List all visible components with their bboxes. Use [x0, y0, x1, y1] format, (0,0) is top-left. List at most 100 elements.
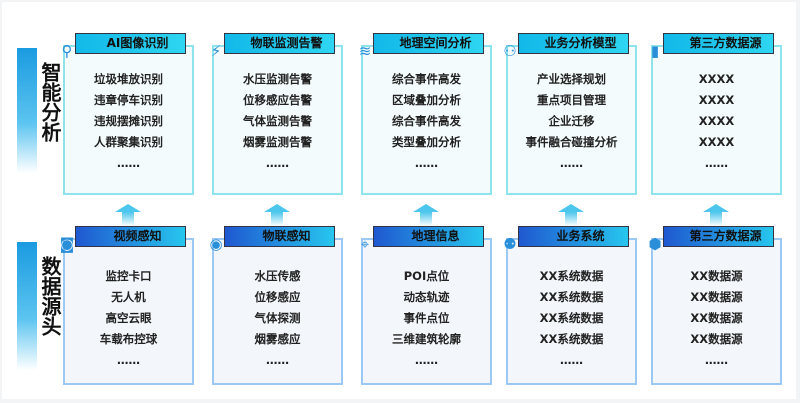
card-header: 地理空间分析	[373, 33, 484, 54]
list-item: 位移感应	[254, 290, 301, 304]
card-items: 监控卡口无人机高空云眼车载布控球……	[65, 266, 192, 371]
card-title: 地理空间分析	[399, 36, 472, 50]
card-title: 业务分析模型	[544, 36, 617, 50]
list-item: XX数据源	[690, 269, 743, 283]
list-item: ……	[560, 156, 583, 170]
list-item: 综合事件高发	[392, 72, 461, 86]
smart-analysis-label: 智能分析	[17, 48, 62, 173]
hexagons-icon: ⬢	[648, 235, 662, 253]
card-header: 业务系统	[518, 226, 629, 247]
list-item: POI点位	[403, 269, 450, 283]
list-item: 区域叠加分析	[392, 93, 461, 107]
card-items: 水压监测告警位移感应告警气体监测告警烟雾监测告警……	[214, 69, 341, 174]
section-label: 数据源头	[38, 256, 62, 336]
list-item: 违章停车识别	[94, 93, 163, 107]
network-icon: ⚇	[503, 42, 517, 60]
list-item: XXXX	[698, 93, 735, 107]
list-item: 综合事件高发	[392, 114, 461, 128]
list-item: XX系统数据	[539, 290, 604, 304]
list-item: ……	[266, 353, 289, 367]
list-item: XX数据源	[690, 311, 743, 325]
list-item: 重点项目管理	[537, 93, 606, 107]
card-header: 物联感知	[224, 226, 335, 247]
top-card: AI图像识别 ⚲ 垃圾堆放识别违章停车识别违规摆摊识别人群聚集识别 ……	[62, 33, 194, 195]
list-item: 气体监测告警	[243, 114, 312, 128]
list-item: 烟雾感应	[254, 332, 301, 346]
list-item: ……	[705, 156, 728, 170]
card-title: 视频感知	[113, 229, 162, 243]
list-item: XXXX	[698, 135, 735, 149]
list-item: 事件点位	[403, 311, 450, 325]
list-item: 水压传感	[254, 269, 301, 283]
list-item: XXXX	[698, 114, 735, 128]
up-arrow-icon	[115, 204, 141, 226]
bottom-card: 物联感知 ◉ 水压传感位移感应气体探测烟雾感应 ……	[209, 226, 343, 385]
card-header: 第三方数据源	[663, 226, 774, 247]
top-card: 物联监测告警 ⚡ 水压监测告警位移感应告警气体监测告警烟雾监测告警……	[211, 33, 343, 195]
list-item: XXXX	[698, 72, 735, 86]
data-source-label: 数据源头	[17, 242, 62, 370]
card-items: XXXX XXXX XXXX XXXX ……	[653, 69, 780, 174]
bottom-card: 第三方数据源 ⬢ XX数据源 XX数据源 XX数据源 XX数据源 ……	[648, 226, 782, 385]
card-header: 地理信息	[373, 226, 484, 247]
card-items: POI点位动态轨迹事件点位三维建筑轮廓……	[363, 266, 490, 371]
list-item: 事件融合碰撞分析	[525, 135, 618, 149]
list-item: XX数据源	[690, 332, 743, 346]
list-item: 垃圾堆放识别	[94, 72, 163, 86]
card-items: 综合事件高发区域叠加分析综合事件高发类型叠加分析 ……	[363, 69, 490, 174]
list-item: XX系统数据	[539, 332, 604, 346]
bottom-card: 视频感知◙监控卡口无人机高空云眼车载布控球……	[60, 226, 194, 385]
card-header: AI图像识别	[75, 33, 186, 54]
card-items: XX系统数据 XX系统数据 XX系统数据 XX系统数据 ……	[508, 266, 635, 371]
card-title: 物联监测告警	[250, 36, 323, 50]
top-card: 地理空间分析 ≋ 综合事件高发区域叠加分析综合事件高发类型叠加分析 ……	[359, 33, 492, 195]
bar-chart-icon: ▮	[650, 42, 660, 60]
card-title: 地理信息	[411, 229, 460, 243]
section-label: 智能分析	[38, 62, 62, 142]
card-title: AI图像识别	[106, 36, 169, 50]
list-item: ……	[415, 156, 438, 170]
list-item: XX系统数据	[539, 269, 604, 283]
up-arrow-icon	[558, 204, 584, 226]
list-item: 烟雾监测告警	[243, 135, 312, 149]
card-items: 产业选择规划重点项目管理企业迁移事件融合碰撞分析 ……	[508, 69, 635, 174]
list-item: 水压监测告警	[243, 72, 312, 86]
alarm-bell-icon: ⚡	[210, 42, 222, 60]
bottom-card: 业务系统 ⚉ XX系统数据 XX系统数据 XX系统数据 XX系统数据 ……	[503, 226, 637, 385]
up-arrow-icon	[264, 204, 290, 226]
list-item: XX数据源	[690, 290, 743, 304]
list-item: 类型叠加分析	[392, 135, 461, 149]
list-item: 企业迁移	[548, 114, 595, 128]
layers-icon: ≋	[358, 42, 372, 60]
map-pin-icon: ⌖	[360, 235, 370, 253]
list-item: ……	[117, 156, 140, 170]
list-item: 无人机	[111, 290, 146, 304]
camera-icon: ◙	[59, 235, 75, 253]
people-icon: ⚉	[503, 235, 517, 253]
up-arrow-icon	[703, 204, 729, 226]
list-item: ……	[705, 353, 728, 367]
list-item: 违规摆摊识别	[94, 114, 163, 128]
list-item: 位移感应告警	[243, 93, 312, 107]
card-items: XX数据源 XX数据源 XX数据源 XX数据源 ……	[653, 266, 780, 371]
card-header: 第三方数据源	[663, 33, 774, 54]
list-item: 产业选择规划	[537, 72, 606, 86]
list-item: 动态轨迹	[403, 290, 450, 304]
bottom-card: 地理信息⌖POI点位动态轨迹事件点位三维建筑轮廓……	[361, 226, 492, 385]
list-item: ……	[560, 353, 583, 367]
list-item: XX系统数据	[539, 311, 604, 325]
card-items: 水压传感位移感应气体探测烟雾感应 ……	[214, 266, 341, 371]
list-item: 人群聚集识别	[94, 135, 163, 149]
signal-icon: ◉	[209, 235, 223, 253]
card-title: 业务系统	[556, 229, 605, 243]
list-item: 高空云眼	[105, 311, 152, 325]
top-card: 第三方数据源 ▮ XXXX XXXX XXXX XXXX ……	[651, 33, 782, 195]
list-item: 气体探测	[254, 311, 301, 325]
top-card: 业务分析模型 ⚇ 产业选择规划重点项目管理企业迁移事件融合碰撞分析 ……	[503, 33, 637, 195]
person-search-icon: ⚲	[61, 42, 73, 60]
list-item: 监控卡口	[105, 269, 152, 283]
card-title: 第三方数据源	[689, 36, 762, 50]
card-title: 物联感知	[262, 229, 311, 243]
card-title: 第三方数据源	[689, 229, 762, 243]
card-header: 物联监测告警	[224, 33, 335, 54]
